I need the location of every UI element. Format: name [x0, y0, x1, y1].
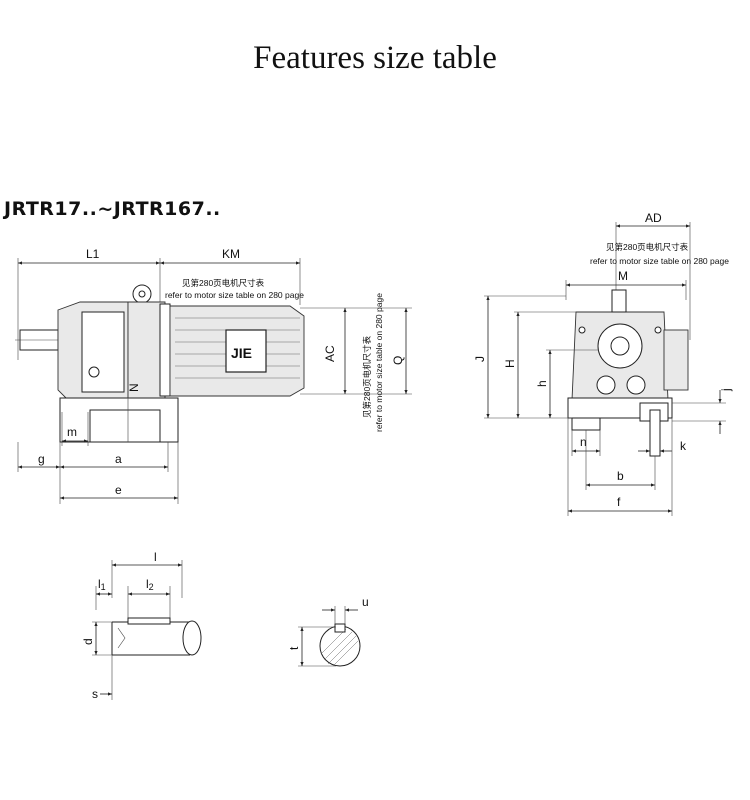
label-ac: AC	[323, 345, 337, 362]
bolt-hole-right	[626, 375, 646, 395]
housing-front-plate	[81, 311, 125, 393]
keyway-detail: u t	[287, 595, 369, 667]
label-d: d	[81, 638, 95, 645]
note-en-front: refer to motor size table on 280 page	[590, 256, 729, 266]
shaft-detail: l l1 l2 d s	[81, 550, 202, 701]
terminal-box	[663, 329, 689, 391]
label-t: t	[287, 646, 301, 650]
label-k: k	[680, 439, 687, 453]
front-view: AD 见第280页电机尺寸表 refer to motor size table…	[473, 211, 733, 516]
keyway-slot	[334, 623, 346, 633]
label-f: f	[617, 495, 621, 509]
label-l2: l2	[146, 577, 154, 592]
label-h-upper: H	[503, 359, 517, 368]
page-title: Features size table	[253, 40, 497, 76]
label-u: u	[362, 595, 369, 609]
label-b: b	[617, 469, 624, 483]
note-en-rotated: refer to motor size table on 280 page	[374, 293, 384, 432]
label-g: g	[38, 452, 45, 466]
label-s: s	[92, 687, 98, 701]
side-view: L1 KM 见第280页电机尺寸表 refer to motor size ta…	[15, 247, 412, 504]
foot-web	[89, 409, 161, 443]
foot-bolt-slot	[649, 409, 661, 457]
breather-icon	[611, 289, 627, 313]
shaft-key	[127, 617, 171, 625]
label-h-lower: h	[535, 380, 549, 387]
label-j-upper: J	[473, 356, 487, 362]
label-j-lower: j	[719, 388, 733, 392]
note-cn-rotated: 见第280页电机尺寸表	[362, 335, 372, 418]
label-l1: l1	[98, 577, 106, 592]
label-e: e	[115, 483, 122, 497]
model-range-title: JRTR17..~JRTR167..	[4, 198, 221, 220]
shaft-body	[111, 621, 190, 656]
note-en-side: refer to motor size table on 280 page	[165, 290, 304, 300]
label-ad: AD	[645, 211, 662, 225]
label-m: m	[67, 425, 77, 439]
jie-logo	[225, 329, 267, 373]
label-m-front: M	[618, 269, 628, 283]
label-l: l	[154, 550, 157, 564]
plug-icon	[88, 366, 100, 378]
label-n-front: n	[580, 435, 587, 449]
bolt-hole-left	[596, 375, 616, 395]
shaft-end	[182, 620, 202, 656]
note-cn-front: 见第280页电机尺寸表	[606, 242, 689, 252]
foot-left	[571, 417, 601, 431]
motor-flange	[159, 303, 171, 397]
label-l1: L1	[86, 247, 100, 261]
note-cn-side: 见第280页电机尺寸表	[182, 278, 265, 288]
label-q: Q	[391, 356, 405, 365]
logo-text: JIE	[231, 345, 252, 361]
label-a: a	[115, 452, 122, 466]
label-n: N	[127, 383, 141, 392]
label-km: KM	[222, 247, 240, 261]
